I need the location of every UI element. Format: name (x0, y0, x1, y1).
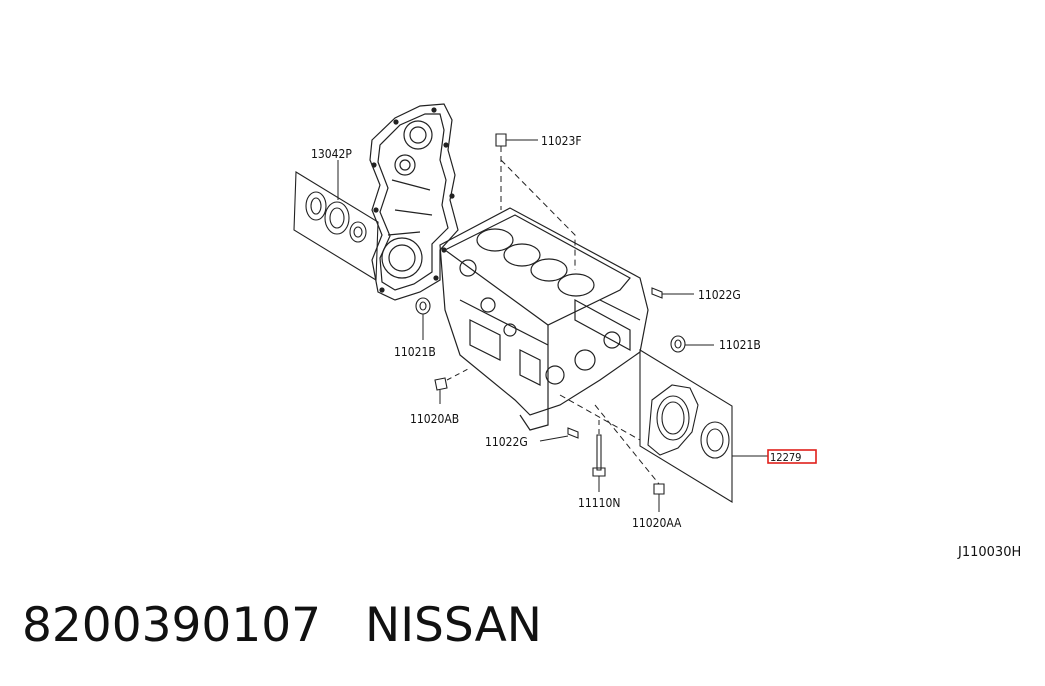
callout-11020AA: 11020AA (632, 516, 682, 530)
highlight-box-12279 (767, 449, 817, 464)
callout-11021B-right: 11021B (719, 338, 761, 352)
timing-cover-drawing (369, 103, 459, 301)
small-parts-drawing (415, 133, 686, 495)
callout-11023F: 11023F (541, 134, 582, 148)
callout-11020AB: 11020AB (410, 412, 459, 426)
callout-13042P: 13042P (311, 147, 352, 161)
callout-11110N: 11110N (578, 496, 620, 510)
callout-11022G-bottom: 11022G (485, 435, 528, 449)
part-number: 8200390107 (22, 598, 322, 653)
callout-11022G-right: 11022G (698, 288, 741, 302)
rear-seal-retainer-drawing (639, 349, 733, 503)
leader-lines (337, 139, 768, 512)
diagram-reference-code: J110030H (957, 545, 1021, 560)
callout-12279[interactable]: 12279 (770, 451, 801, 464)
cylinder-block-drawing (439, 207, 649, 431)
part-caption: 8200390107 NISSAN (22, 598, 542, 653)
brand-name: NISSAN (365, 598, 542, 653)
front-seal-set-drawing (293, 171, 379, 281)
callout-11021B-left: 11021B (394, 345, 436, 359)
